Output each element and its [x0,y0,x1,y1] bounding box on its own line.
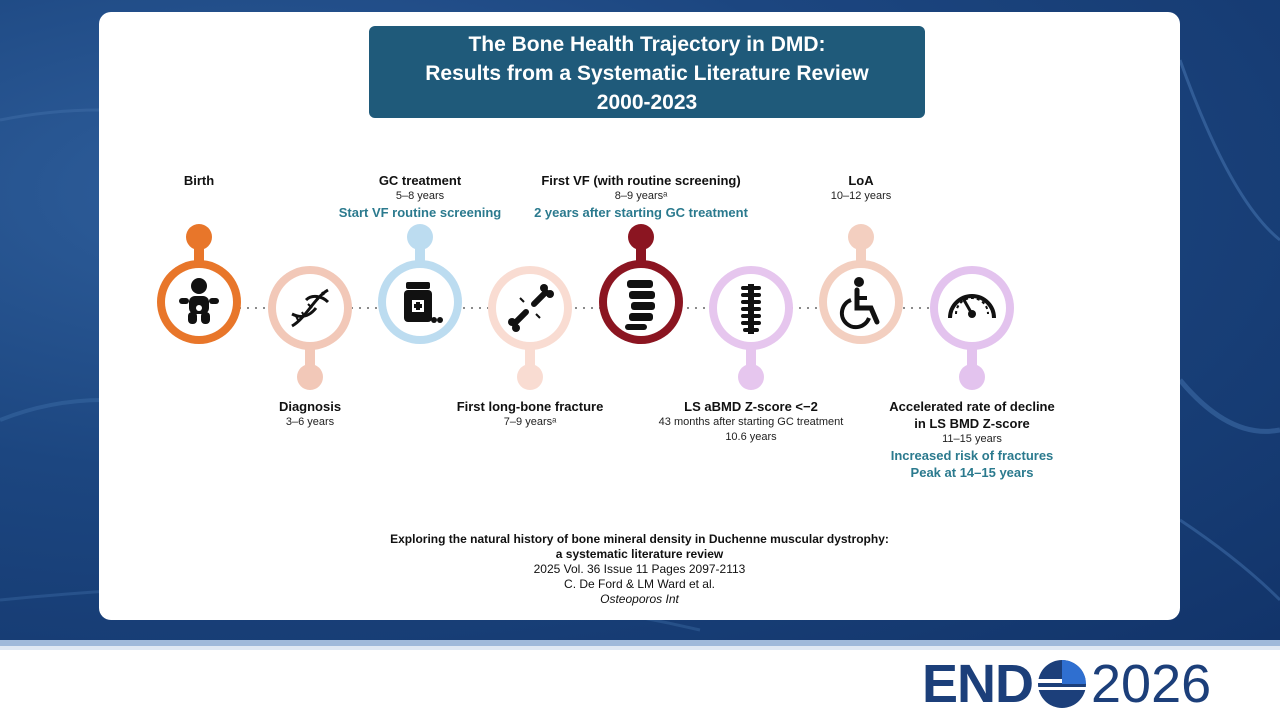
label-vf: First VF (with routine screening) 8–9 ye… [534,173,748,220]
spine-icon [741,284,761,334]
broken-bone-icon [508,284,554,332]
dna-icon [291,288,330,328]
title-banner: The Bone Health Trajectory in DMD: Resul… [369,26,925,118]
label-decline: Accelerated rate of decline in LS BMD Z-… [889,399,1055,480]
label-zscore: LS aBMD Z-score <−2 43 months after star… [658,399,844,443]
baby-icon [179,278,219,324]
label-diagnosis: Diagnosis 3–6 years [278,399,342,428]
reference-block: Exploring the natural history of bone mi… [390,532,889,606]
endo-2026-logo: END 2026 [922,654,1212,714]
title-line-1: The Bone Health Trajectory in DMD: [468,33,826,56]
footer-stripe [0,640,1280,646]
pill-bottle-icon [404,282,443,323]
gauge-icon [948,294,996,319]
label-gc: GC treatment 5–8 years Start VF routine … [338,173,502,220]
wheelchair-icon [839,277,880,330]
globe-icon [1038,660,1087,708]
timeline-connector [239,307,929,309]
spine-icon [625,280,655,330]
title-line-2: Results from a Systematic Literature Rev… [425,62,869,85]
label-loa: LoA 10–12 years [830,173,892,202]
label-fracture: First long-bone fracture 7–9 yearsᵃ [456,399,604,428]
slide-card: The Bone Health Trajectory in DMD: Resul… [99,12,1180,620]
title-line-3: 2000-2023 [596,91,698,114]
footer-stripe-light [0,646,1280,650]
label-birth: Birth [183,173,215,188]
